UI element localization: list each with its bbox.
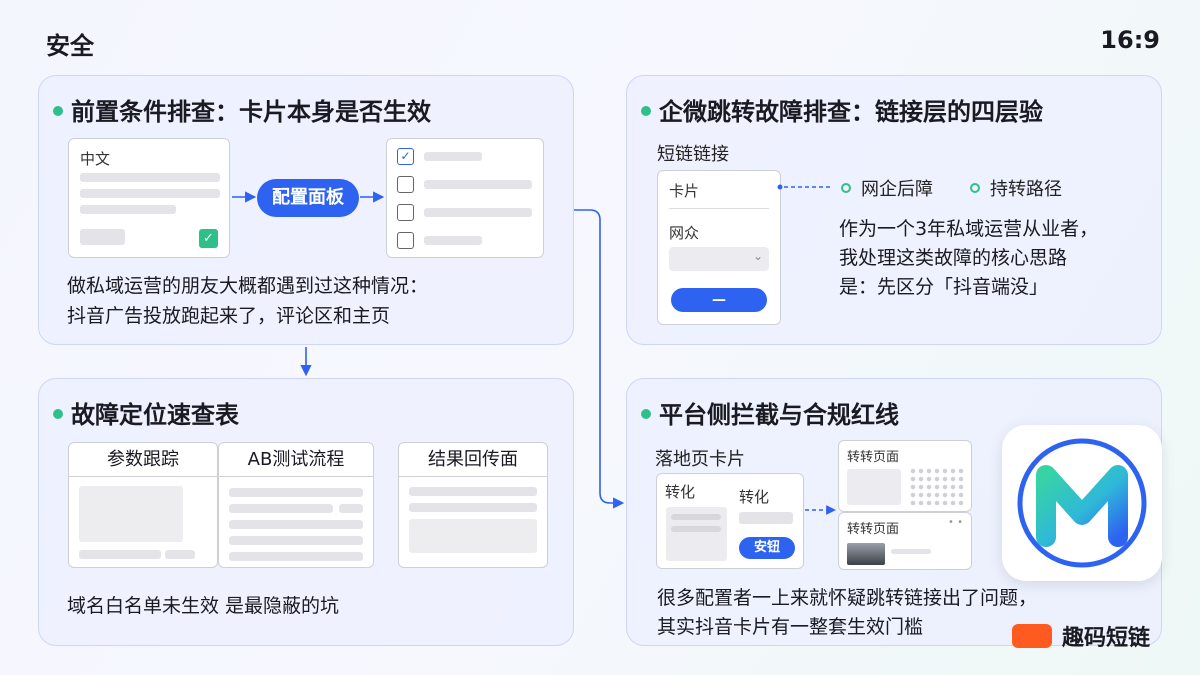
card-description-line: 作为一个3年私域运营从业者，: [839, 218, 1099, 240]
checklist-item-placeholder: [424, 208, 532, 217]
row-placeholder: [409, 503, 537, 512]
green-bullet-icon: [641, 409, 651, 419]
brand-name: 趣码短链: [1062, 626, 1151, 651]
section-label: 安全: [46, 32, 94, 60]
card-title: 平台侧拦截与合规红线: [641, 395, 899, 430]
connector-node: [777, 184, 783, 190]
app-logo-tile: [1002, 425, 1162, 581]
image-placeholder: [409, 519, 537, 553]
card-title: 前置条件排查：卡片本身是否生效: [53, 92, 431, 127]
image-placeholder: [79, 486, 183, 542]
row-placeholder: [847, 469, 901, 505]
grid-thumbnail-icon: [909, 467, 965, 507]
checklist-mockup: ✓: [386, 138, 544, 258]
row-placeholder: [229, 488, 363, 497]
result-callback-column: 结果回传面: [398, 442, 548, 568]
landing-card-mockup: 转化 转化 安钮: [656, 473, 804, 569]
short-link-label: 短链链接: [657, 144, 729, 165]
redirect-page-preview-1: 转转页面: [838, 440, 972, 512]
card-description-line: 做私域运营的朋友大概都遇到过这种情况：: [67, 275, 429, 297]
status-ring-icon: [841, 183, 851, 193]
row-placeholder: [229, 504, 333, 513]
checklist-item-placeholder: [424, 152, 482, 161]
row-placeholder: [339, 504, 363, 513]
form-line-placeholder: [80, 189, 220, 198]
card-title: 故障定位速查表: [53, 395, 239, 430]
arrow-card1-to-card4: [574, 209, 625, 509]
checkbox-icon: [397, 232, 414, 249]
card-description-line: 其实抖音卡片有一整套生效门槛: [657, 616, 924, 638]
card-description-line: 很多配置者一上来就怀疑跳转链接出了问题，: [657, 587, 1038, 609]
row-placeholder: [229, 520, 363, 529]
form-line-placeholder: [80, 205, 176, 214]
redirect-page-label: 转转页面: [847, 522, 900, 537]
row-placeholder: [79, 550, 161, 559]
card-fault-lookup-table: 故障定位速查表 参数跟踪 AB测试流程 结果回传面 域名白名单未生效 是最隐蔽的…: [38, 378, 574, 646]
brand-logo-icon: [1017, 438, 1147, 568]
more-options-icon: • •: [948, 517, 963, 528]
form-line-placeholder: [80, 173, 220, 182]
photo-thumbnail: [847, 543, 885, 565]
secure-button[interactable]: 安钮: [739, 537, 795, 559]
checklist-item-placeholder: [424, 236, 482, 245]
card-wecom-redirect-check: 企微跳转故障排查：链接层的四层验 短链链接 卡片 网众 ⌄ — 网企后障 持转路…: [626, 75, 1162, 345]
row-placeholder: [229, 552, 363, 561]
aspect-ratio-label: 16:9: [1100, 26, 1160, 54]
card-field-label: 卡片: [669, 182, 700, 200]
green-bullet-icon: [53, 106, 63, 116]
conversion-label: 转化: [739, 488, 770, 506]
green-bullet-icon: [641, 106, 651, 116]
green-bullet-icon: [53, 409, 63, 419]
form-input-placeholder: [80, 229, 125, 245]
checkbox-icon: [397, 176, 414, 193]
card-title: 企微跳转故障排查：链接层的四层验: [641, 92, 1043, 127]
dropdown-select[interactable]: ⌄: [669, 247, 769, 271]
landing-card-label: 落地页卡片: [655, 449, 745, 470]
redirect-page-preview-2: 转转页面 • •: [838, 512, 972, 570]
column-header: 参数跟踪: [69, 443, 217, 477]
form-mockup: 中文 ✓: [68, 138, 230, 258]
card-description-line: 是：先区分「抖音端没」: [839, 276, 1049, 298]
param-tracking-column: 参数跟踪: [68, 442, 218, 568]
conversion-label: 转化: [665, 483, 696, 501]
checkmark-icon: ✓: [199, 229, 218, 248]
chevron-down-icon: ⌄: [752, 249, 763, 263]
status-ring-icon: [970, 183, 980, 193]
row-placeholder: [671, 526, 721, 532]
field-divider: [669, 208, 769, 209]
checkbox-icon: [397, 204, 414, 221]
card-description-line: 我处理这类故障的核心思路: [839, 247, 1068, 269]
column-header: AB测试流程: [219, 443, 373, 477]
row-placeholder: [409, 487, 537, 496]
ab-test-column: AB测试流程: [218, 442, 374, 568]
checklist-item-placeholder: [424, 180, 532, 189]
input-placeholder: [739, 512, 793, 524]
confirm-button[interactable]: —: [671, 288, 767, 312]
checked-checkbox-icon: ✓: [397, 148, 414, 165]
card-prerequisite-check: 前置条件排查：卡片本身是否生效 中文 ✓ 配置面板 ✓ 做私域运营的朋友大概都遇…: [38, 75, 574, 345]
form-language-label: 中文: [80, 150, 111, 168]
config-panel-button[interactable]: 配置面板: [257, 179, 359, 217]
card-description-line: 抖音广告投放跑起来了，评论区和主页: [67, 305, 391, 327]
row-placeholder: [891, 549, 931, 554]
card-note: 域名白名单未生效 是最隐蔽的坑: [67, 595, 340, 617]
wecom-field-label: 网众: [669, 224, 700, 242]
row-placeholder: [671, 514, 721, 520]
row-placeholder: [229, 536, 363, 545]
redirect-page-label: 转转页面: [847, 450, 900, 465]
column-header: 结果回传面: [399, 443, 547, 477]
link-form-mockup: 卡片 网众 ⌄ —: [657, 170, 781, 325]
status-tag-redirect-path: 持转路径: [970, 175, 1062, 201]
status-tag-wecom-backend: 网企后障: [841, 175, 933, 201]
brand-badge-icon: [1012, 624, 1052, 648]
row-placeholder: [165, 550, 195, 559]
